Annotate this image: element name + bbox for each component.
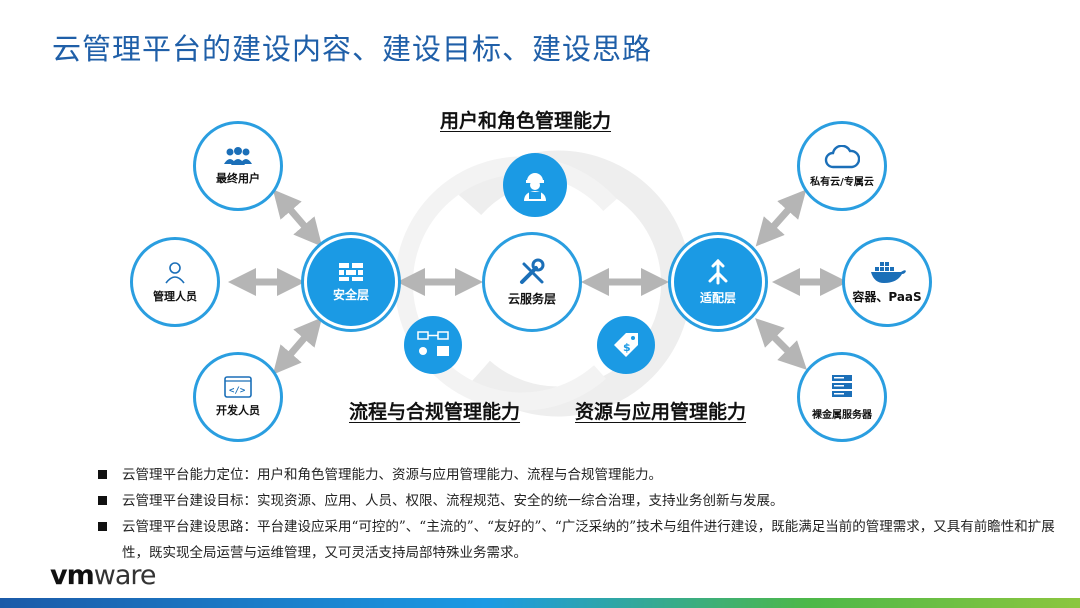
private-cloud-label: 私有云/专属云 [810, 176, 874, 188]
engineer-icon [524, 173, 546, 201]
adapter-layer-label: 适配层 [699, 290, 736, 305]
adapter-layer-node[interactable]: 适配层 [671, 235, 765, 329]
bare-metal-label: 裸金属服务器 [812, 409, 872, 421]
cloud-service-layer-node[interactable]: 云服务层 [485, 235, 579, 329]
price-tag-capability-node: $ [597, 316, 655, 374]
heading-process-compliance: 流程与合规管理能力 [349, 401, 521, 423]
bare-metal-node[interactable]: 裸金属服务器 [797, 352, 887, 442]
admin-node[interactable]: 管理人员 [130, 237, 220, 327]
security-layer-label: 安全层 [332, 287, 369, 302]
bullet-marker [98, 470, 107, 479]
bullet-text: 云管理平台建设思路：平台建设应采用“可控的”、“主流的”、“友好的”、“广泛采纳… [122, 519, 1055, 561]
end-user-node[interactable]: 最终用户 [193, 121, 283, 211]
page-title: 云管理平台的建设内容、建设目标、建设思路 [52, 32, 653, 66]
vmware-logo-ware: ware [93, 560, 157, 591]
workflow-capability-node [404, 316, 462, 374]
admin-label: 管理人员 [153, 290, 197, 303]
vmware-logo-vm: vm [50, 560, 95, 591]
bullet-list: 云管理平台能力定位：用户和角色管理能力、资源与应用管理能力、流程与合规管理能力。… [96, 462, 1056, 566]
bullet-approach: 云管理平台建设思路：平台建设应采用“可控的”、“主流的”、“友好的”、“广泛采纳… [96, 514, 1056, 566]
adapter-icon [708, 258, 728, 284]
bullet-text: 云管理平台能力定位：用户和角色管理能力、资源与应用管理能力、流程与合规管理能力。 [122, 467, 662, 483]
heading-resource-app: 资源与应用管理能力 [575, 401, 747, 423]
bullet-text: 云管理平台建设目标：实现资源、应用、人员、权限、流程规范、安全的统一综合治理，支… [122, 493, 784, 509]
price-tag-icon: $ [614, 333, 638, 357]
arrow-adapter-private [755, 189, 807, 247]
svg-text:</>: </> [229, 386, 246, 396]
code-icon: </> [224, 376, 252, 398]
bullet-marker [98, 522, 107, 531]
arrow-developer-security [272, 317, 323, 375]
tools-icon [520, 258, 545, 284]
heading-user-role: 用户和角色管理能力 [440, 110, 612, 132]
users-icon [224, 147, 252, 165]
firewall-icon [339, 262, 363, 281]
bullet-goals: 云管理平台建设目标：实现资源、应用、人员、权限、流程规范、安全的统一综合治理，支… [96, 488, 1056, 514]
server-icon [832, 374, 852, 397]
footer-gradient-bar [0, 598, 1080, 608]
engineer-capability-node [503, 153, 567, 217]
container-label: 容器、PaaS [852, 289, 922, 304]
end-user-label: 最终用户 [216, 172, 260, 185]
security-layer-node[interactable]: 安全层 [304, 235, 398, 329]
arrow-enduser-security [272, 189, 323, 247]
container-node[interactable]: 容器、PaaS [842, 237, 932, 327]
cloud-icon [824, 144, 860, 168]
svg-text:$: $ [623, 341, 631, 354]
developer-node[interactable]: </> 开发人员 [193, 352, 283, 442]
workflow-icon [417, 331, 449, 356]
person-icon [165, 262, 185, 284]
docker-icon [869, 261, 906, 283]
bullet-positioning: 云管理平台能力定位：用户和角色管理能力、资源与应用管理能力、流程与合规管理能力。 [96, 462, 1056, 488]
arrow-adapter-baremetal [755, 318, 807, 370]
private-cloud-node[interactable]: 私有云/专属云 [797, 121, 887, 211]
cloud-service-layer-label: 云服务层 [507, 291, 556, 306]
bullet-marker [98, 496, 107, 505]
developer-label: 开发人员 [216, 404, 260, 417]
vmware-logo: vmware [50, 560, 157, 591]
